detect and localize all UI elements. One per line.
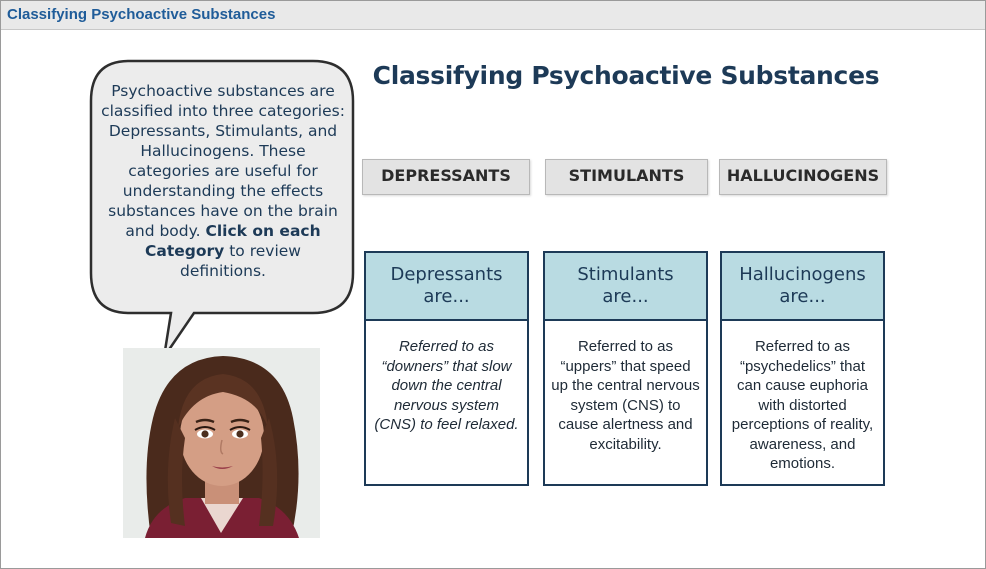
bubble-text: Psychoactive substances are classified i… <box>101 81 345 281</box>
stimulants-card-body: Referred to as “uppers” that speed up th… <box>551 338 700 453</box>
hallucinogens-button[interactable]: HALLUCINOGENS <box>719 159 887 195</box>
stimulants-card-heading: Stimulants are... <box>545 253 706 321</box>
title-bar: Classifying Psychoactive Substances <box>1 1 985 30</box>
bubble-text-instruction: Click on each Category <box>145 222 321 260</box>
card-heading-text: Depressants are... <box>390 264 503 307</box>
hallucinogens-card-body: Referred to as “psychedelics” that can c… <box>731 338 874 472</box>
depressants-card-heading: Depressants are... <box>366 253 527 321</box>
stimulants-button[interactable]: STIMULANTS <box>545 159 708 195</box>
hallucinogens-card-heading: Hallucinogens are... <box>722 253 883 321</box>
bubble-text-outro: to review definitions. <box>180 242 301 280</box>
card-heading-text: Hallucinogens are... <box>739 264 866 307</box>
bubble-text-intro: Psychoactive substances are classified i… <box>101 82 345 240</box>
hallucinogens-card: Hallucinogens are... Referred to as “psy… <box>720 251 885 486</box>
depressants-button[interactable]: DEPRESSANTS <box>362 159 530 195</box>
depressants-card-body: Referred to as “downers” that slow down … <box>374 338 519 433</box>
window-title: Classifying Psychoactive Substances <box>7 6 276 23</box>
depressants-card: Depressants are... Referred to as “downe… <box>364 251 529 486</box>
card-heading-text: Stimulants are... <box>577 264 674 307</box>
avatar-illustration <box>145 356 299 538</box>
avatar <box>123 348 320 538</box>
speech-bubble <box>89 59 355 358</box>
slide-title: Classifying Psychoactive Substances <box>372 61 880 90</box>
stimulants-card: Stimulants are... Referred to as “uppers… <box>543 251 708 486</box>
